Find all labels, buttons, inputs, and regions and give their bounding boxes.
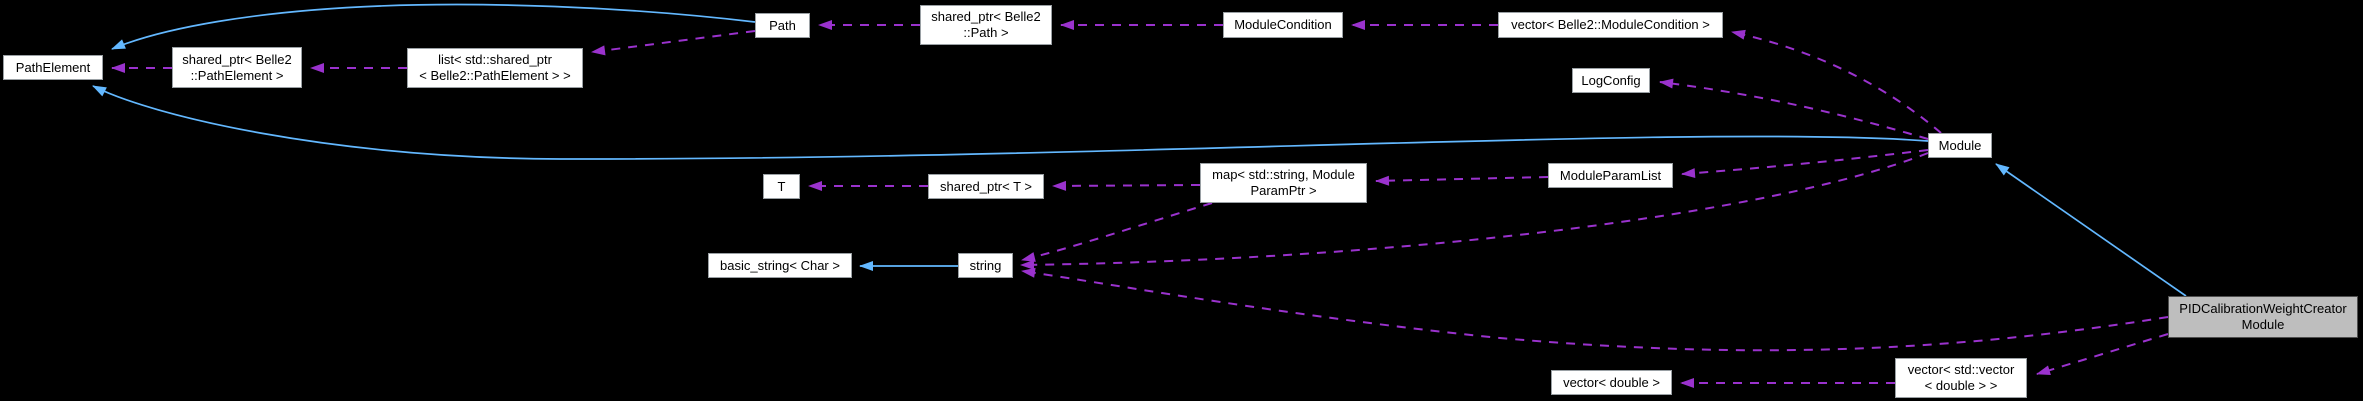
node-log-config[interactable]: LogConfig <box>1572 68 1650 93</box>
node-t: T <box>763 174 800 199</box>
edge-path-inherits-pathelement <box>111 3 756 50</box>
node-string: string <box>958 253 1013 278</box>
node-module-param-list[interactable]: ModuleParamList <box>1548 163 1673 188</box>
node-path[interactable]: Path <box>755 13 810 38</box>
edge-map-uses-string <box>1021 202 1213 262</box>
node-basic-string-char: basic_string< Char > <box>708 253 852 278</box>
edge-pid-uses-vectorvectordouble <box>2036 333 2169 376</box>
edge-module-uses-moduleparamlist <box>1681 149 1929 179</box>
node-vector-vector-double: vector< std::vector < double > > <box>1895 358 2027 398</box>
node-module[interactable]: Module <box>1928 133 1992 158</box>
node-module-condition[interactable]: ModuleCondition <box>1223 12 1343 38</box>
node-pid-calibration-weight-creator-module: PIDCalibrationWeightCreator Module <box>2168 296 2358 338</box>
node-shared-ptr-path: shared_ptr< Belle2 ::Path > <box>920 5 1052 45</box>
edge-module-uses-vectormc <box>1731 29 1942 134</box>
edge-module-inherits-pathelement <box>92 85 1929 160</box>
edge-map-uses-sharedptrt <box>1052 180 1201 191</box>
node-list-shared-ptr: list< std::shared_ptr < Belle2::PathElem… <box>407 48 583 88</box>
edge-module-uses-logconfig <box>1659 78 1929 140</box>
edge-pid-uses-string <box>1021 267 2169 352</box>
node-pathelement[interactable]: PathElement <box>3 55 103 80</box>
edge-moduleparamlist-uses-map <box>1375 175 1549 186</box>
edge-pid-inherits-module <box>1995 163 2187 297</box>
node-shared-ptr-t: shared_ptr< T > <box>928 174 1044 199</box>
edge-path-uses-list <box>591 30 756 56</box>
node-shared-ptr-pathelement: shared_ptr< Belle2 ::PathElement > <box>172 47 302 88</box>
node-vector-double: vector< double > <box>1551 370 1672 395</box>
edge-module-uses-string <box>1020 152 1929 270</box>
node-map-string-moduleparamptr: map< std::string, Module ParamPtr > <box>1200 163 1367 203</box>
node-vector-module-condition: vector< Belle2::ModuleCondition > <box>1498 12 1723 38</box>
